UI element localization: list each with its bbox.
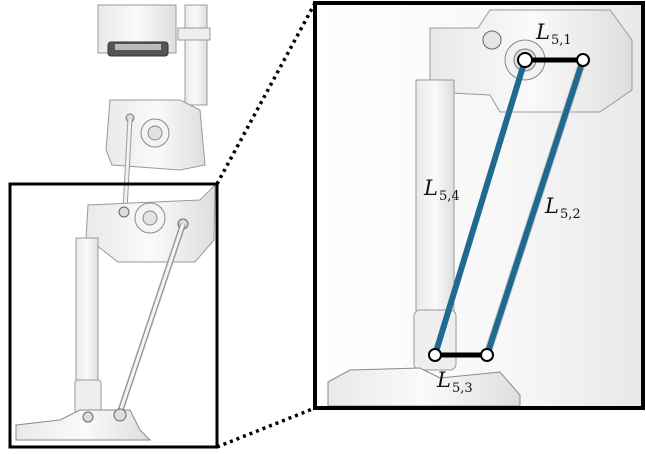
joint-top-right (576, 53, 590, 67)
joint-bottom-left (428, 348, 442, 362)
label-L52: L5,2 (545, 194, 581, 222)
label-L51: L5,1 (536, 20, 572, 48)
shin-tube (75, 237, 99, 404)
inset-frame (8, 182, 219, 449)
foot (15, 409, 152, 441)
connector-top (215, 2, 317, 185)
link-L54 (432, 59, 528, 356)
link-L52 (484, 59, 586, 356)
label-L54: L5,4 (424, 176, 460, 204)
zoom-foot (327, 367, 521, 407)
joint-top-left (517, 52, 533, 68)
connector-bottom (216, 406, 316, 449)
label-L53: L5,3 (437, 368, 473, 396)
zoom-shin-tube (415, 79, 455, 341)
full-leg-render (15, 4, 216, 441)
upper-tube (184, 4, 208, 106)
zoom-frame (313, 1, 645, 410)
joint-bottom-right (480, 348, 494, 362)
